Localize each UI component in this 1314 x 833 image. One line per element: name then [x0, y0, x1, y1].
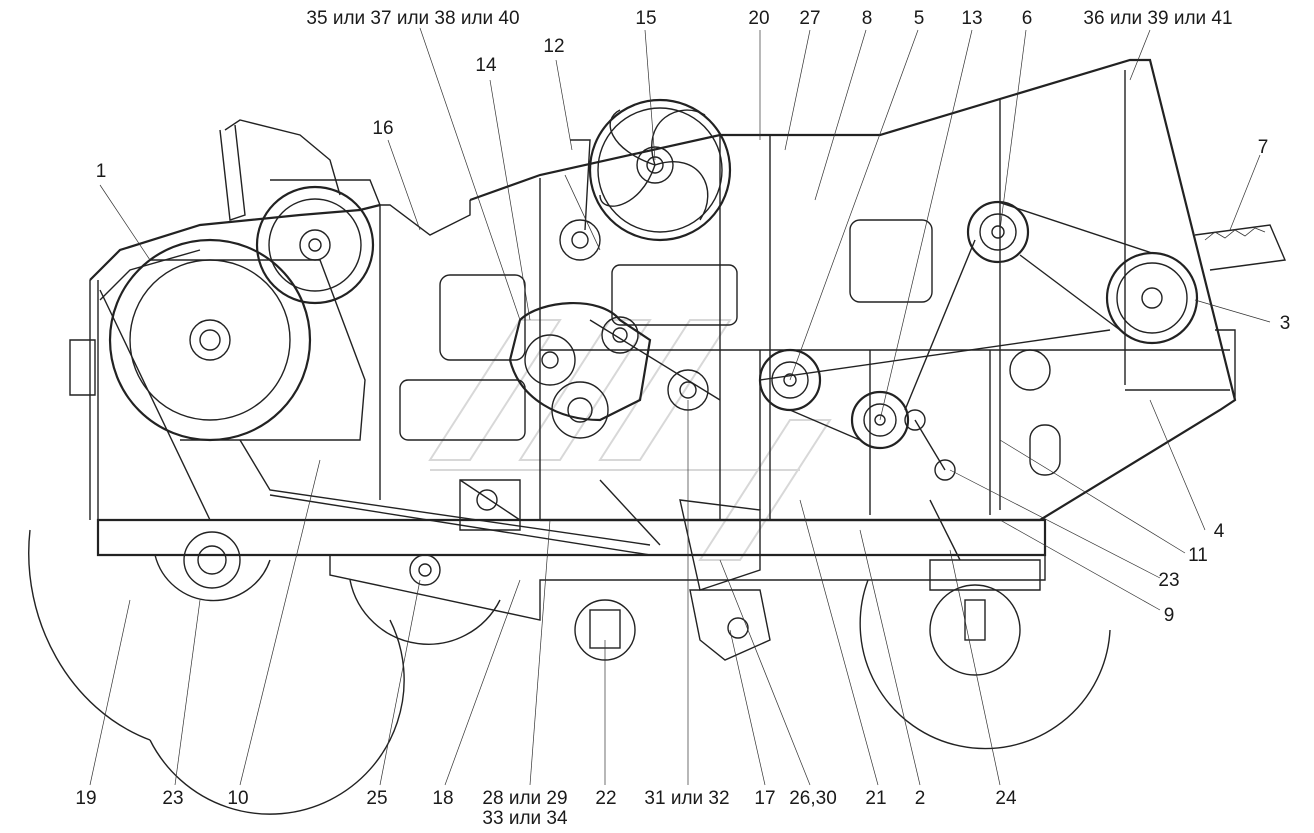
callout-26-30: 26,30 — [789, 788, 837, 809]
callout-9: 9 — [1164, 605, 1175, 626]
callout-24: 24 — [995, 788, 1017, 809]
baler-body — [379, 58, 1287, 522]
pickup-housing — [69, 203, 381, 520]
callout-22: 22 — [595, 788, 616, 809]
pulley-3 — [1105, 251, 1199, 345]
callout-2: 2 — [915, 788, 926, 809]
callout-27: 27 — [799, 8, 820, 29]
callout-11: 11 — [1188, 545, 1208, 566]
callout-3: 3 — [1280, 313, 1291, 334]
callout-36: 36 или 39 или 41 — [1083, 8, 1232, 29]
pulley-6 — [966, 200, 1030, 264]
callout-21: 21 — [865, 788, 886, 809]
callout-20: 20 — [748, 8, 769, 29]
callout-25: 25 — [366, 788, 387, 809]
callout-15: 15 — [635, 8, 656, 29]
callout-31-32: 31 или 32 — [644, 788, 729, 809]
callout-28-29: 28 или 29 — [482, 788, 567, 809]
tensioner — [904, 409, 956, 481]
callout-33-34: 33 или 34 — [482, 808, 568, 829]
flywheel — [588, 98, 732, 242]
callout-35: 35 или 37 или 38 или 40 — [306, 8, 519, 29]
callout-1: 1 — [96, 161, 107, 182]
callout-17: 17 — [754, 788, 775, 809]
callout-5: 5 — [914, 8, 925, 29]
callout-12: 12 — [543, 36, 564, 57]
pulley-13 — [850, 390, 910, 450]
callout-6: 6 — [1022, 8, 1033, 29]
idler-pulley-12 — [559, 139, 601, 261]
drive-belts — [589, 201, 1153, 441]
callout-19: 19 — [75, 788, 96, 809]
inspection-windows — [399, 219, 1061, 476]
callout-4: 4 — [1214, 521, 1225, 542]
callout-8: 8 — [862, 8, 873, 29]
leader-lines — [89, 27, 1271, 786]
callout-13: 13 — [961, 8, 982, 29]
chassis-frame — [96, 280, 1047, 621]
callout-10: 10 — [227, 788, 248, 809]
callout-14: 14 — [475, 55, 497, 76]
callout-labels: 1 16 14 35 или 37 или 38 или 40 12 15 20… — [75, 8, 1290, 829]
wheels — [28, 529, 1111, 815]
drive-pulley-1 — [219, 119, 381, 305]
callout-18: 18 — [432, 788, 453, 809]
callout-23-left: 23 — [162, 788, 183, 809]
lower-assemblies — [409, 479, 771, 661]
callout-16: 16 — [372, 118, 393, 139]
callout-23-right: 23 — [1158, 570, 1179, 591]
callout-7: 7 — [1258, 137, 1269, 158]
